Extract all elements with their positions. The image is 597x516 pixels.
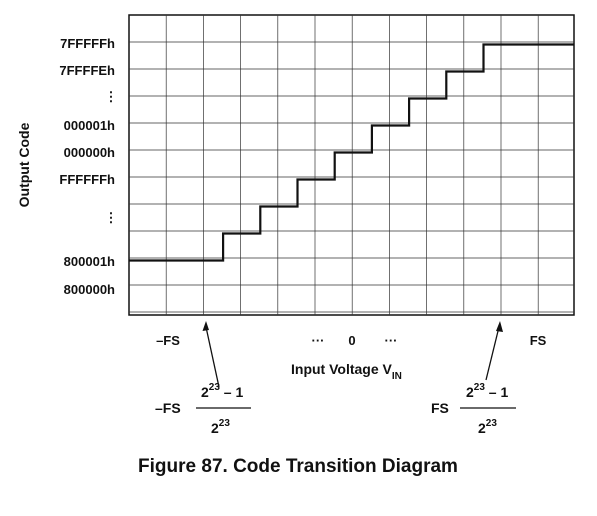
staircase-layer [129,43,574,262]
y-tick-label: ⋮ [105,89,118,104]
figure-caption: Figure 87. Code Transition Diagram [138,456,458,477]
y-tick-label: 000001h [64,118,115,133]
y-tick-label: 800001h [64,254,115,269]
y-tick-label: ⋮ [105,210,118,225]
annotation-prefix: FS [431,400,449,416]
arrowhead-right [496,321,503,332]
y-axis-title: Output Code [16,122,32,207]
x-tick-dots-left: ··· [312,333,325,348]
annotation-right: FS 223 – 1 223 [431,382,516,436]
x-tick-dots-right: ··· [385,333,398,348]
annotation-numerator: 223 – 1 [201,382,243,400]
annotation-arrow-right [485,326,500,381]
x-tick-label-fs: FS [530,333,547,348]
y-tick-label: 7FFFFFh [60,36,115,51]
annotation-denominator: 223 [211,418,230,436]
annotation-denominator: 223 [478,418,497,436]
grid [129,15,574,315]
y-tick-label: 7FFFFEh [59,63,115,78]
annotation-arrow-left [205,326,220,388]
y-tick-label: 000000h [64,145,115,160]
annotation-prefix: –FS [155,400,181,416]
annotation-numerator: 223 – 1 [466,382,508,400]
x-axis-title: Input Voltage VIN [291,361,402,382]
plot-frame [128,14,575,316]
x-tick-label-minus-fs: –FS [156,333,180,348]
x-tick-label-zero: 0 [348,333,355,348]
y-tick-label: 800000h [64,282,115,297]
annotation-left: –FS 223 – 1 223 [155,382,251,436]
y-tick-label: FFFFFFh [59,172,115,187]
arrowhead-left [202,321,209,331]
code-transition-staircase [129,43,574,262]
